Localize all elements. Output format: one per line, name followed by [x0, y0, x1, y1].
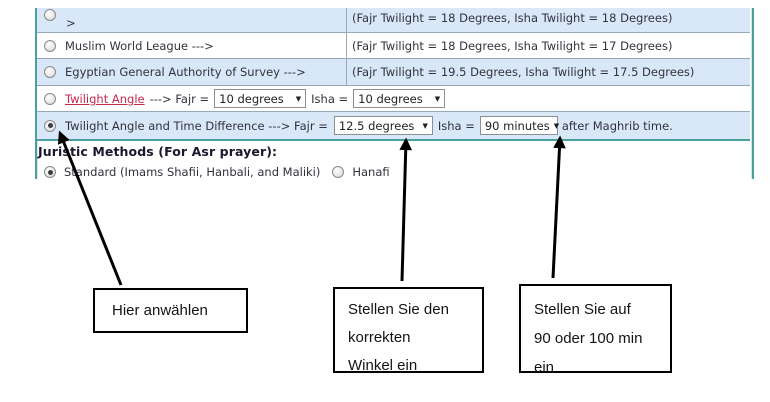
fajr-angle-select-2[interactable]: 12.5 degrees ▼	[333, 116, 433, 135]
isha-angle-select[interactable]: 10 degrees ▼	[353, 89, 446, 108]
dropdown-arrow-icon: ▼	[434, 94, 441, 103]
dropdown-arrow-icon: ▼	[422, 121, 428, 130]
table-row-angle-and-time: Twilight Angle and Time Difference ---> …	[37, 112, 750, 139]
isha-equals-label: Isha =	[437, 118, 475, 133]
dropdown-arrow-icon: ▼	[295, 94, 302, 103]
table-row-muslim-world-league: Muslim World League ---> (Fajr Twilight …	[37, 33, 750, 59]
juristic-option-standard-label: Standard (Imams Shafii, Hanbali, and Mal…	[64, 165, 321, 179]
method-label: Muslim World League --->	[65, 38, 214, 53]
after-maghrib-label: after Maghrib time.	[561, 118, 673, 133]
method-radio-angle-time[interactable]	[44, 119, 56, 132]
fajr-angle-select[interactable]: 10 degrees ▼	[214, 89, 307, 108]
dropdown-arrow-icon: ▼	[553, 121, 560, 130]
method-angles-text: (Fajr Twilight = 18 Degrees, Isha Twilig…	[352, 11, 673, 25]
twilight-angle-link[interactable]: Twilight Angle	[65, 91, 145, 106]
method-radio-twilight-angle[interactable]	[44, 92, 56, 105]
annotation-box-set-minutes: Stellen Sie auf 90 oder 100 min ein	[519, 284, 672, 376]
juristic-heading: Juristic Methods (For Asr prayer):	[38, 144, 278, 159]
annotation-box-select-here: Hier anwählen	[93, 288, 248, 333]
method-label: Twilight Angle and Time Difference ---> …	[65, 118, 328, 133]
method-label: Egyptian General Authority of Survey ---…	[65, 65, 306, 79]
juristic-option-hanafi-label: Hanafi	[352, 165, 390, 179]
table-row-karachi: > (Fajr Twilight = 18 Degrees, Isha Twil…	[37, 8, 750, 33]
method-radio-mwl[interactable]	[44, 39, 56, 52]
fajr-equals-label: ---> Fajr =	[149, 91, 210, 106]
method-radio-egyptian[interactable]	[44, 66, 56, 78]
table-row-egyptian: Egyptian General Authority of Survey ---…	[37, 59, 750, 86]
juristic-radio-hanafi[interactable]	[332, 166, 345, 178]
juristic-radio-standard[interactable]	[44, 166, 56, 178]
method-label-wrapped-tail: >	[66, 16, 76, 30]
method-angles-text: (Fajr Twilight = 18 Degrees, Isha Twilig…	[352, 38, 673, 53]
settings-panel-frame	[35, 8, 754, 179]
method-radio-karachi[interactable]	[44, 9, 56, 21]
isha-equals-label: Isha =	[311, 91, 349, 106]
juristic-methods-section: Juristic Methods (For Asr prayer): Stand…	[38, 144, 390, 179]
isha-minutes-select[interactable]: 90 minutes ▼	[479, 116, 560, 135]
calculation-method-table: > (Fajr Twilight = 18 Degrees, Isha Twil…	[37, 8, 750, 141]
annotation-box-set-angle: Stellen Sie den korrekten Winkel ein	[333, 287, 484, 374]
table-row-twilight-angle: Twilight Angle ---> Fajr = 10 degrees ▼ …	[37, 86, 750, 112]
method-angles-text: (Fajr Twilight = 19.5 Degrees, Isha Twil…	[352, 65, 695, 79]
